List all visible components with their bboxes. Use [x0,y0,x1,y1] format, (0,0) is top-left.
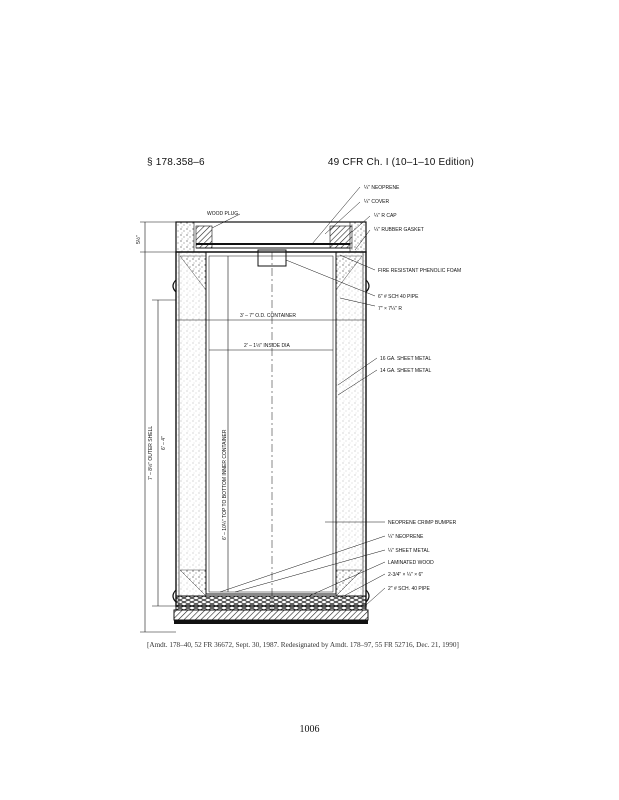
label-outer-shell: 7' – 8½" OUTER SHELL [147,426,154,480]
amendment-footnote: [Amdt. 178–40, 52 FR 36672, Sept. 30, 19… [147,641,459,649]
page-number: 1006 [299,724,320,735]
label-inner-dimension: 6' – 4" [161,436,167,450]
label-14ga-sheet-metal: 14 GA. SHEET METAL [380,368,431,374]
dimension-lines [140,221,366,633]
label-16ga-sheet-metal: 16 GA. SHEET METAL [380,356,431,362]
base-plate [173,595,369,624]
label-pipe-2: 2" # SCH. 40 PIPE [388,586,430,592]
label-angle: 2-3/4" × ¼" × 6" [388,572,423,578]
cfr-edition-header: 49 CFR Ch. I (10–1–10 Edition) [327,157,474,168]
label-pipe-6: 6" # SCH 40 PIPE [378,294,419,300]
label-wood-plug: WOOD PLUG [207,211,238,217]
leader-lines [211,186,386,606]
label-fire-foam: FIRE RESISTANT PHENOLIC FOAM [378,268,461,274]
label-top-height: 5½" [135,235,142,244]
label-neoprene-mid: ¼" NEOPRENE [388,534,424,540]
label-sheet-metal: ¼" SHEET METAL [388,548,430,554]
label-pipe-7: 7" × 7¼" R [378,306,402,312]
label-inside-diameter: 2' – 1½" INSIDE DIA [244,342,290,349]
inner-container [179,251,363,612]
section-number: § 178.358–6 [147,157,205,168]
label-rubber-gasket: ¼" RUBBER GASKET [374,227,424,233]
label-neoprene-top: ¼" NEOPRENE [364,185,400,191]
label-neoprene-bumper: NEOPRENE CRIMP BUMPER [388,520,457,526]
label-inner-container-height: 6' – 10¼" TOP TO BOTTOM INNER CONTAINER [222,429,228,540]
label-cover: ¼" COVER [364,199,390,205]
label-r-cap: ¼" R CAP [374,213,397,219]
label-laminated-wood: LAMINATED WOOD [388,560,434,566]
label-container-dimension: 3' – 7" O.D. CONTAINER [240,313,296,319]
outer-shell [172,251,370,607]
